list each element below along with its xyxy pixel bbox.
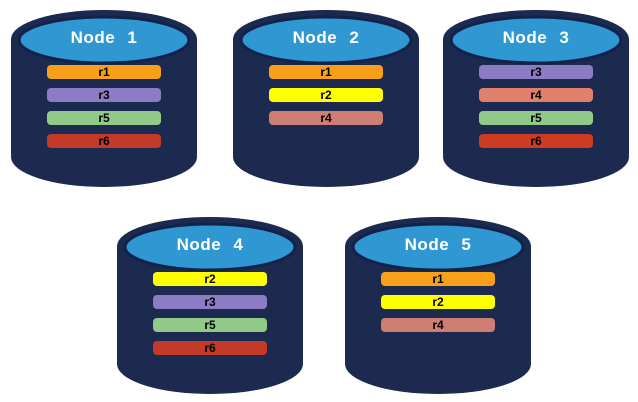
node-5-cylinder: Node 5 r1 r2 r4 bbox=[345, 213, 531, 399]
node-1-cylinder: Node 1 r1 r3 r5 r6 bbox=[11, 6, 197, 192]
node-title: Node 5 bbox=[404, 235, 472, 254]
cylinder-lid-shape bbox=[123, 222, 297, 272]
replica-bar: r3 bbox=[153, 295, 267, 309]
replica-list: r2 r3 r5 r6 bbox=[153, 272, 267, 364]
replica-bar: r2 bbox=[153, 272, 267, 286]
node-4-cylinder: Node 4 r2 r3 r5 r6 bbox=[117, 213, 303, 399]
replica-bar: r6 bbox=[153, 341, 267, 355]
replica-bar: r2 bbox=[381, 295, 495, 309]
cylinder-lid-shape bbox=[449, 15, 623, 65]
replica-bar: r5 bbox=[479, 111, 593, 125]
node-2-cylinder: Node 2 r1 r2 r4 bbox=[233, 6, 419, 192]
replica-bar: r4 bbox=[269, 111, 383, 125]
replica-list: r1 r2 r4 bbox=[269, 65, 383, 134]
replica-bar: r3 bbox=[47, 88, 161, 102]
replica-bar: r5 bbox=[153, 318, 267, 332]
replica-bar: r5 bbox=[47, 111, 161, 125]
node-title: Node 3 bbox=[502, 28, 570, 47]
node-title: Node 1 bbox=[70, 28, 138, 47]
replica-bar: r6 bbox=[47, 134, 161, 148]
node-3-cylinder: Node 3 r3 r4 r5 r6 bbox=[443, 6, 629, 192]
replica-list: r3 r4 r5 r6 bbox=[479, 65, 593, 157]
replica-bar: r4 bbox=[479, 88, 593, 102]
replica-bar: r1 bbox=[269, 65, 383, 79]
node-title: Node 2 bbox=[292, 28, 360, 47]
cylinder-lid-shape bbox=[17, 15, 191, 65]
replica-bar: r1 bbox=[381, 272, 495, 286]
replica-bar: r3 bbox=[479, 65, 593, 79]
cylinder-lid-shape bbox=[239, 15, 413, 65]
replica-list: r1 r2 r4 bbox=[381, 272, 495, 341]
replica-bar: r6 bbox=[479, 134, 593, 148]
replica-bar: r2 bbox=[269, 88, 383, 102]
replica-bar: r1 bbox=[47, 65, 161, 79]
replica-list: r1 r3 r5 r6 bbox=[47, 65, 161, 157]
replica-bar: r4 bbox=[381, 318, 495, 332]
node-title: Node 4 bbox=[176, 235, 244, 254]
cylinder-lid-shape bbox=[351, 222, 525, 272]
